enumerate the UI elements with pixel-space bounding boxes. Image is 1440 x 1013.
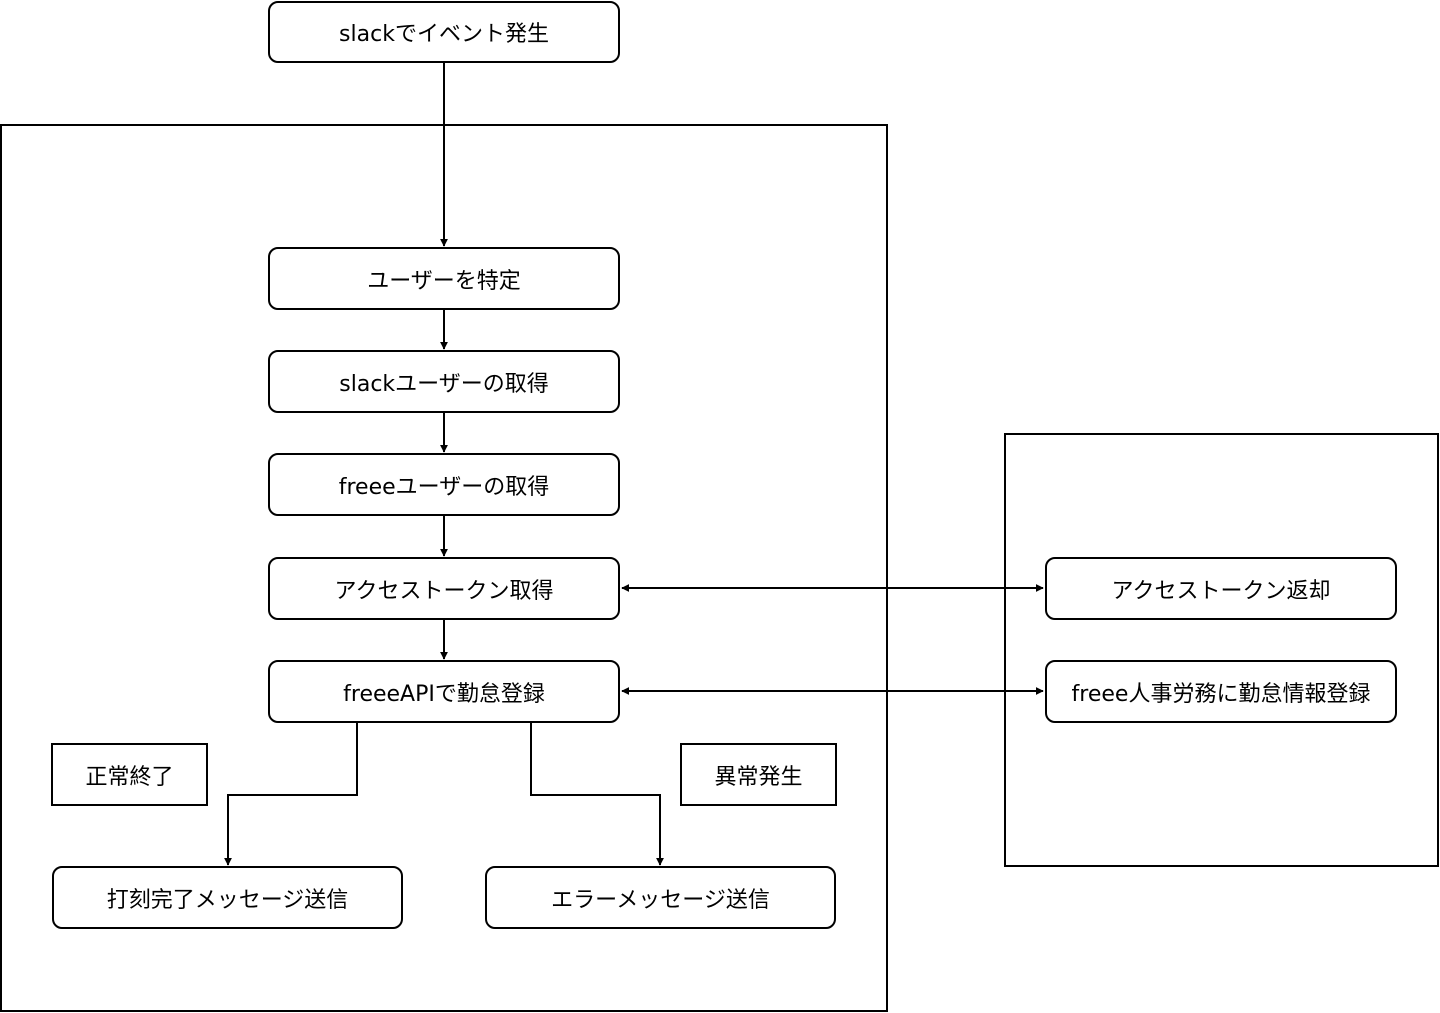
send-error-message-node: エラーメッセージ送信 — [485, 866, 836, 929]
return-access-token-node: アクセストークン返却 — [1045, 557, 1397, 620]
send-complete-message-node: 打刻完了メッセージ送信 — [52, 866, 403, 929]
edge-register-to-error — [530, 722, 664, 866]
edge-register-to-complete — [224, 722, 358, 866]
register-attendance-api-node: freeeAPIで勤怠登録 — [268, 660, 620, 723]
get-access-token-node: アクセストークン取得 — [268, 557, 620, 620]
get-slack-user-node: slackユーザーの取得 — [268, 350, 620, 413]
identify-user-node: ユーザーを特定 — [268, 247, 620, 310]
normal-end-label: 正常終了 — [51, 743, 208, 806]
slack-event-node: slackでイベント発生 — [268, 1, 620, 63]
error-occurred-label: 異常発生 — [680, 743, 837, 806]
freee-service-frame — [1004, 433, 1439, 867]
get-freee-user-node: freeeユーザーの取得 — [268, 453, 620, 516]
register-attendance-hr-node: freee人事労務に勤怠情報登録 — [1045, 660, 1397, 723]
